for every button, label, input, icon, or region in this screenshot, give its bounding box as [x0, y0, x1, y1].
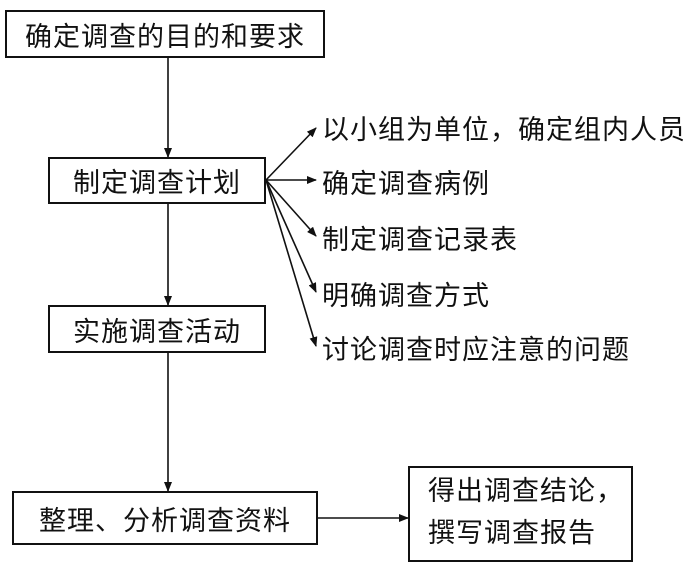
step-analyze-label: 整理、分析调查资料 [39, 505, 291, 537]
step-goal-box: 确定调查的目的和要求 [5, 10, 325, 58]
step-conclusion-box: 得出调查结论， 撰写调查报告 [408, 466, 633, 562]
arrow-plan-to-item-5 [265, 179, 318, 347]
step-analyze-box: 整理、分析调查资料 [12, 491, 318, 545]
plan-item-method: 明确调查方式 [322, 281, 490, 312]
step-plan-box: 制定调查计划 [48, 157, 266, 204]
plan-item-precautions: 讨论调查时应注意的问题 [322, 335, 630, 366]
step-goal-label: 确定调查的目的和要求 [25, 21, 305, 53]
step-conclusion-line-2: 撰写调查报告 [428, 517, 596, 549]
arrow-plan-to-item-4 [265, 179, 317, 293]
arrow-plan-to-item-3 [265, 179, 317, 237]
plan-item-group-assignment: 以小组为单位，确定组内人员 [322, 115, 683, 146]
arrow-plan-to-item-1 [265, 127, 317, 181]
step-implement-box: 实施调查活动 [48, 305, 266, 353]
step-plan-label: 制定调查计划 [73, 168, 241, 199]
step-conclusion-line-1: 得出调查结论， [428, 476, 624, 507]
plan-item-cases: 确定调查病例 [322, 169, 490, 200]
step-implement-label: 实施调查活动 [73, 316, 241, 348]
plan-item-record-form: 制定调查记录表 [322, 225, 518, 256]
